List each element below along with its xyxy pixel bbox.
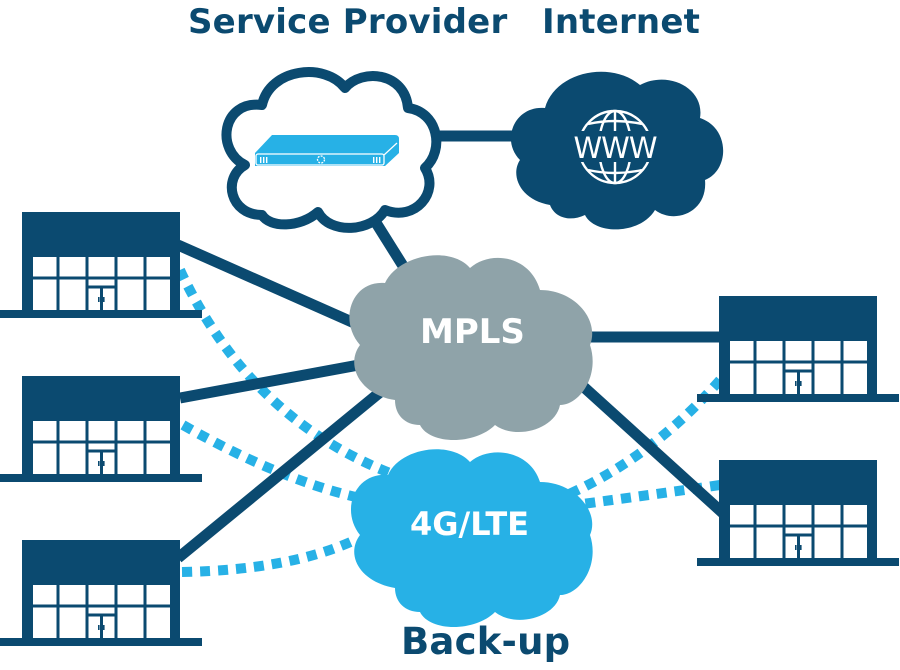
link-left1-mpls <box>175 239 373 336</box>
backup-link-left-2 <box>180 420 362 503</box>
link-left3-mpls <box>174 375 399 563</box>
www-globe-icon <box>574 109 656 185</box>
store-right-1[interactable] <box>695 294 900 404</box>
store-right-2[interactable] <box>695 458 900 568</box>
backup-link-right-2 <box>574 480 721 510</box>
gear-icon <box>316 155 326 164</box>
store-left-2[interactable] <box>0 374 204 484</box>
server-appliance-icon <box>255 135 399 166</box>
backup-link-left-3 <box>181 535 358 577</box>
internet-title: Internet <box>542 2 701 42</box>
store-left-1[interactable] <box>0 210 204 320</box>
mpls-label: MPLS <box>420 312 525 352</box>
link-right2-mpls <box>561 365 729 520</box>
lte-cloud[interactable] <box>350 449 593 627</box>
www-text: WWW <box>573 131 656 165</box>
backup-link-left-1 <box>175 267 397 480</box>
internet-cloud[interactable]: WWW <box>510 71 724 230</box>
service-provider-cloud[interactable] <box>221 67 442 233</box>
service-provider-title: Service Provider <box>188 2 508 42</box>
link-left2-mpls <box>179 356 376 404</box>
lte-label: 4G/LTE <box>410 505 529 543</box>
mpls-cloud[interactable] <box>349 255 593 440</box>
primary-links <box>174 130 729 563</box>
backup-title: Back-up <box>401 620 571 663</box>
store-left-3[interactable] <box>0 538 204 648</box>
